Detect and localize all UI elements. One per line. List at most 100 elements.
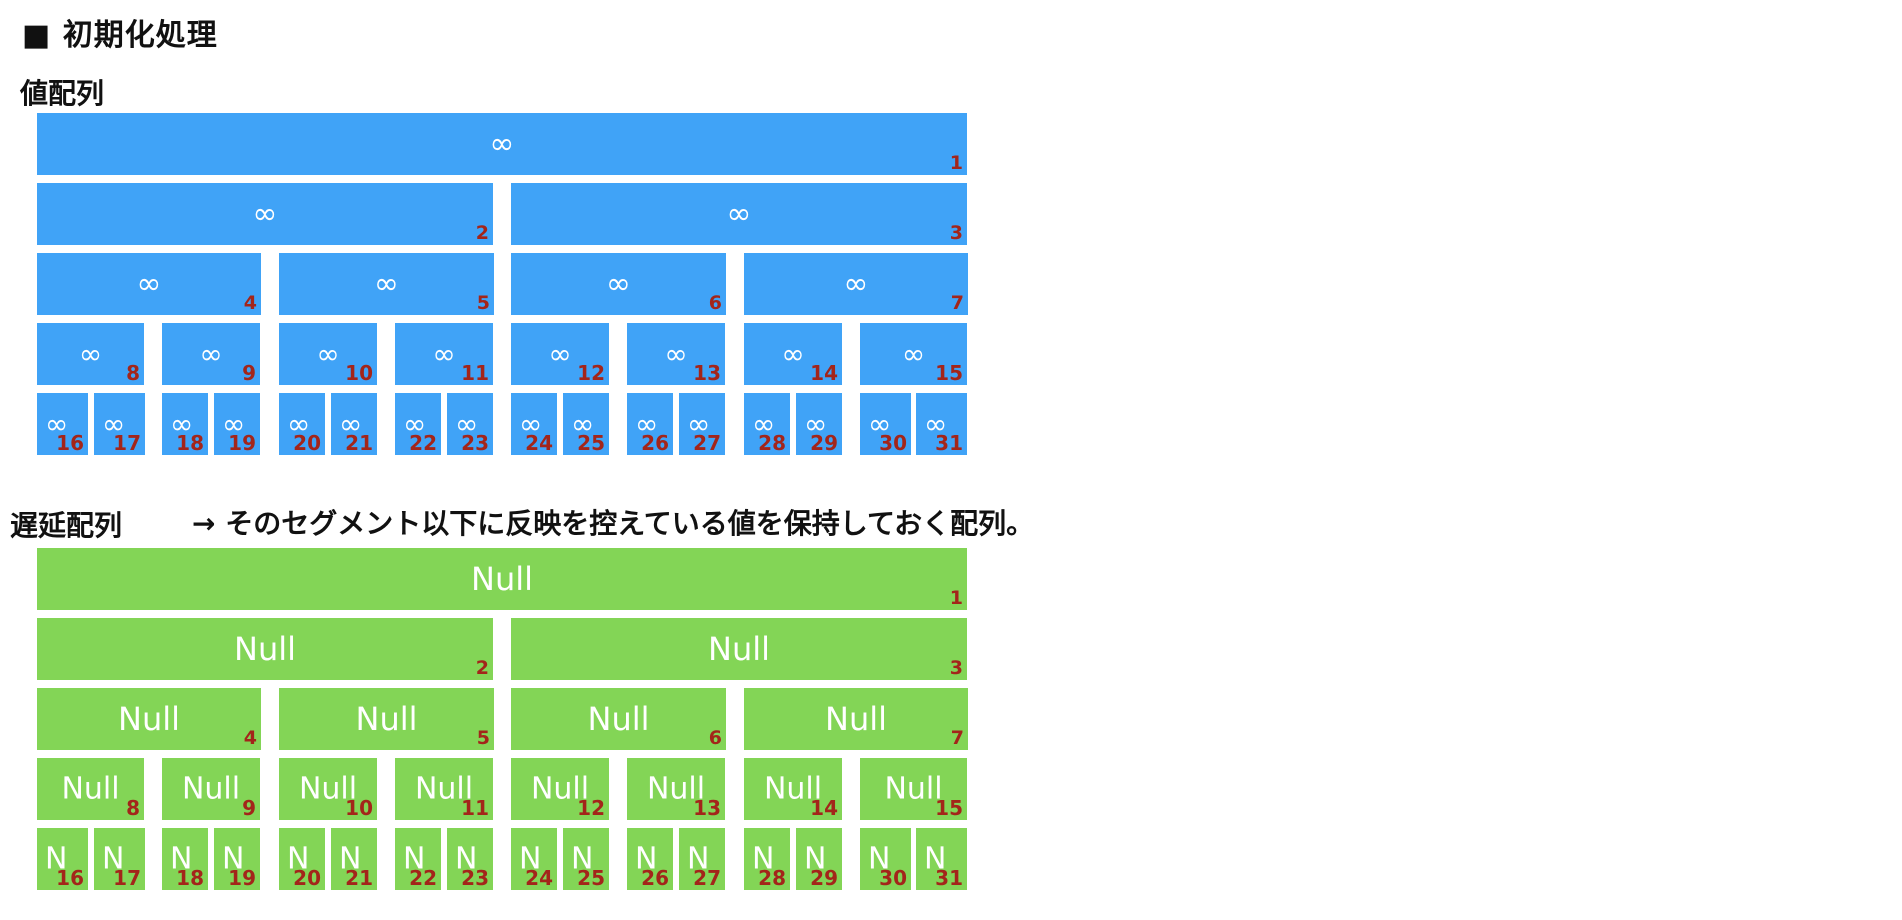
value-node-value: ∞ <box>726 196 752 232</box>
lazy-node-index: 13 <box>693 796 721 820</box>
value-node-value: ∞ <box>664 337 688 371</box>
lazy-node-value: N <box>222 841 245 877</box>
value-node-5: ∞5 <box>279 253 494 315</box>
value-node-value: ∞ <box>136 266 162 302</box>
value-node-4: ∞4 <box>37 253 261 315</box>
lazy-node-value: N <box>45 841 68 877</box>
lazy-node-value: N <box>102 841 125 877</box>
value-node-value: ∞ <box>752 407 776 441</box>
value-node-value: ∞ <box>374 266 399 302</box>
lazy-array-label: 遅延配列 <box>10 509 123 542</box>
lazy-node-value: Null <box>118 700 180 738</box>
lazy-node-index: 21 <box>345 866 373 890</box>
value-node-24: ∞24 <box>511 393 557 455</box>
lazy-node-index: 19 <box>228 866 256 890</box>
value-node-index: 13 <box>693 361 721 385</box>
value-node-value: ∞ <box>222 407 246 441</box>
lazy-node-index: 2 <box>475 657 489 679</box>
value-node-value: ∞ <box>403 407 427 441</box>
value-node-23: ∞23 <box>447 393 493 455</box>
value-node-index: 25 <box>577 431 605 455</box>
value-node-value: ∞ <box>170 407 194 441</box>
value-node-26: ∞26 <box>627 393 673 455</box>
value-node-18: ∞18 <box>162 393 208 455</box>
lazy-node-3: Null 3 <box>511 618 967 680</box>
lazy-node-value: N <box>455 841 478 877</box>
lazy-node-index: 30 <box>879 866 907 890</box>
value-node-index: 29 <box>810 431 838 455</box>
lazy-node-value: Null <box>530 771 590 807</box>
lazy-node-index: 1 <box>949 587 963 609</box>
value-node-value: ∞ <box>781 337 805 371</box>
value-node-value: ∞ <box>455 407 479 441</box>
value-node-value: ∞ <box>804 407 828 441</box>
value-node-14: ∞14 <box>744 323 842 385</box>
lazy-node-index: 26 <box>641 866 669 890</box>
value-node-10: ∞10 <box>279 323 377 385</box>
lazy-node-index: 8 <box>126 796 140 820</box>
value-node-index: 1 <box>949 152 963 174</box>
value-node-16: ∞16 <box>37 393 88 455</box>
value-node-index: 20 <box>293 431 321 455</box>
lazy-node-value: Null <box>471 560 533 598</box>
lazy-node-value: N <box>571 841 594 877</box>
value-node-index: 11 <box>461 361 489 385</box>
value-node-3: ∞3 <box>511 183 967 245</box>
value-node-value: ∞ <box>489 126 515 162</box>
value-node-value: ∞ <box>45 407 69 441</box>
value-node-value: ∞ <box>432 337 456 371</box>
value-node-index: 27 <box>693 431 721 455</box>
value-node-index: 2 <box>475 222 489 244</box>
value-node-value: ∞ <box>519 407 543 441</box>
value-node-22: ∞22 <box>395 393 441 455</box>
value-node-7: ∞7 <box>744 253 968 315</box>
value-node-value: ∞ <box>78 337 103 371</box>
lazy-node-index: 15 <box>935 796 963 820</box>
value-node-29: ∞29 <box>796 393 842 455</box>
value-node-index: 26 <box>641 431 669 455</box>
value-node-31: ∞31 <box>916 393 967 455</box>
lazy-node-index: 20 <box>293 866 321 890</box>
lazy-node-value: N <box>287 841 310 877</box>
value-node-21: ∞21 <box>331 393 377 455</box>
value-node-9: ∞9 <box>162 323 260 385</box>
lazy-node-index: 29 <box>810 866 838 890</box>
lazy-node-value: Null <box>708 630 770 668</box>
value-node-index: 3 <box>949 222 963 244</box>
value-node-20: ∞20 <box>279 393 325 455</box>
value-node-value: ∞ <box>687 407 711 441</box>
lazy-node-index: 5 <box>476 727 490 749</box>
lazy-node-index: 10 <box>345 796 373 820</box>
value-node-13: ∞13 <box>627 323 725 385</box>
lazy-node-index: 18 <box>176 866 204 890</box>
value-node-15: ∞15 <box>860 323 967 385</box>
value-node-value: ∞ <box>316 337 340 371</box>
lazy-node-index: 3 <box>949 657 963 679</box>
lazy-node-value: Null <box>234 630 296 668</box>
lazy-node-4: Null 4 <box>37 688 261 750</box>
value-node-1: ∞1 <box>37 113 967 175</box>
value-node-index: 24 <box>525 431 553 455</box>
value-node-index: 14 <box>810 361 838 385</box>
lazy-node-value: Null <box>181 771 241 807</box>
value-node-value: ∞ <box>548 337 572 371</box>
value-array-label: 値配列 <box>20 77 105 110</box>
lazy-node-value: N <box>687 841 710 877</box>
lazy-node-index: 4 <box>243 727 257 749</box>
value-node-index: 9 <box>242 361 256 385</box>
value-node-17: ∞17 <box>94 393 145 455</box>
value-node-value: ∞ <box>287 407 311 441</box>
value-node-index: 22 <box>409 431 437 455</box>
value-node-27: ∞27 <box>679 393 725 455</box>
